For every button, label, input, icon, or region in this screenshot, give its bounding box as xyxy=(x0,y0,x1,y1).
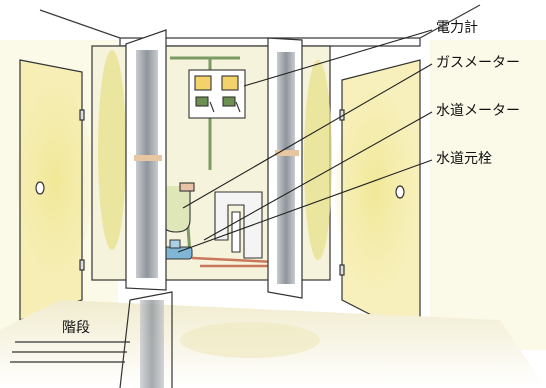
label-water-main-valve: 水道元栓 xyxy=(436,151,492,167)
leader-line-power xyxy=(243,29,433,87)
leader-line-gas xyxy=(182,63,433,209)
label-stairs: 階段 xyxy=(62,320,90,336)
label-power-meter: 電力計 xyxy=(436,20,478,36)
gas-meter xyxy=(161,182,195,233)
leader-line-water xyxy=(203,111,433,241)
left-side-door xyxy=(19,59,85,321)
right-door-knob xyxy=(395,185,405,199)
power-meter-left xyxy=(194,75,212,91)
leader-lines xyxy=(177,29,433,253)
left-meter-door xyxy=(125,29,167,291)
water-pipes xyxy=(214,191,263,259)
power-meter-box xyxy=(188,69,246,119)
right-side-door xyxy=(339,59,421,341)
label-water-meter: 水道メーター xyxy=(436,103,520,119)
floor xyxy=(0,300,546,388)
stair-railing xyxy=(140,300,164,388)
power-meter-right xyxy=(221,75,239,91)
ceiling xyxy=(39,4,481,47)
label-gas-meter: ガスメーター xyxy=(436,55,520,71)
leader-line-valve xyxy=(177,159,433,253)
left-door-knob xyxy=(35,181,45,195)
stairs xyxy=(10,291,173,388)
right-meter-door xyxy=(267,37,303,299)
